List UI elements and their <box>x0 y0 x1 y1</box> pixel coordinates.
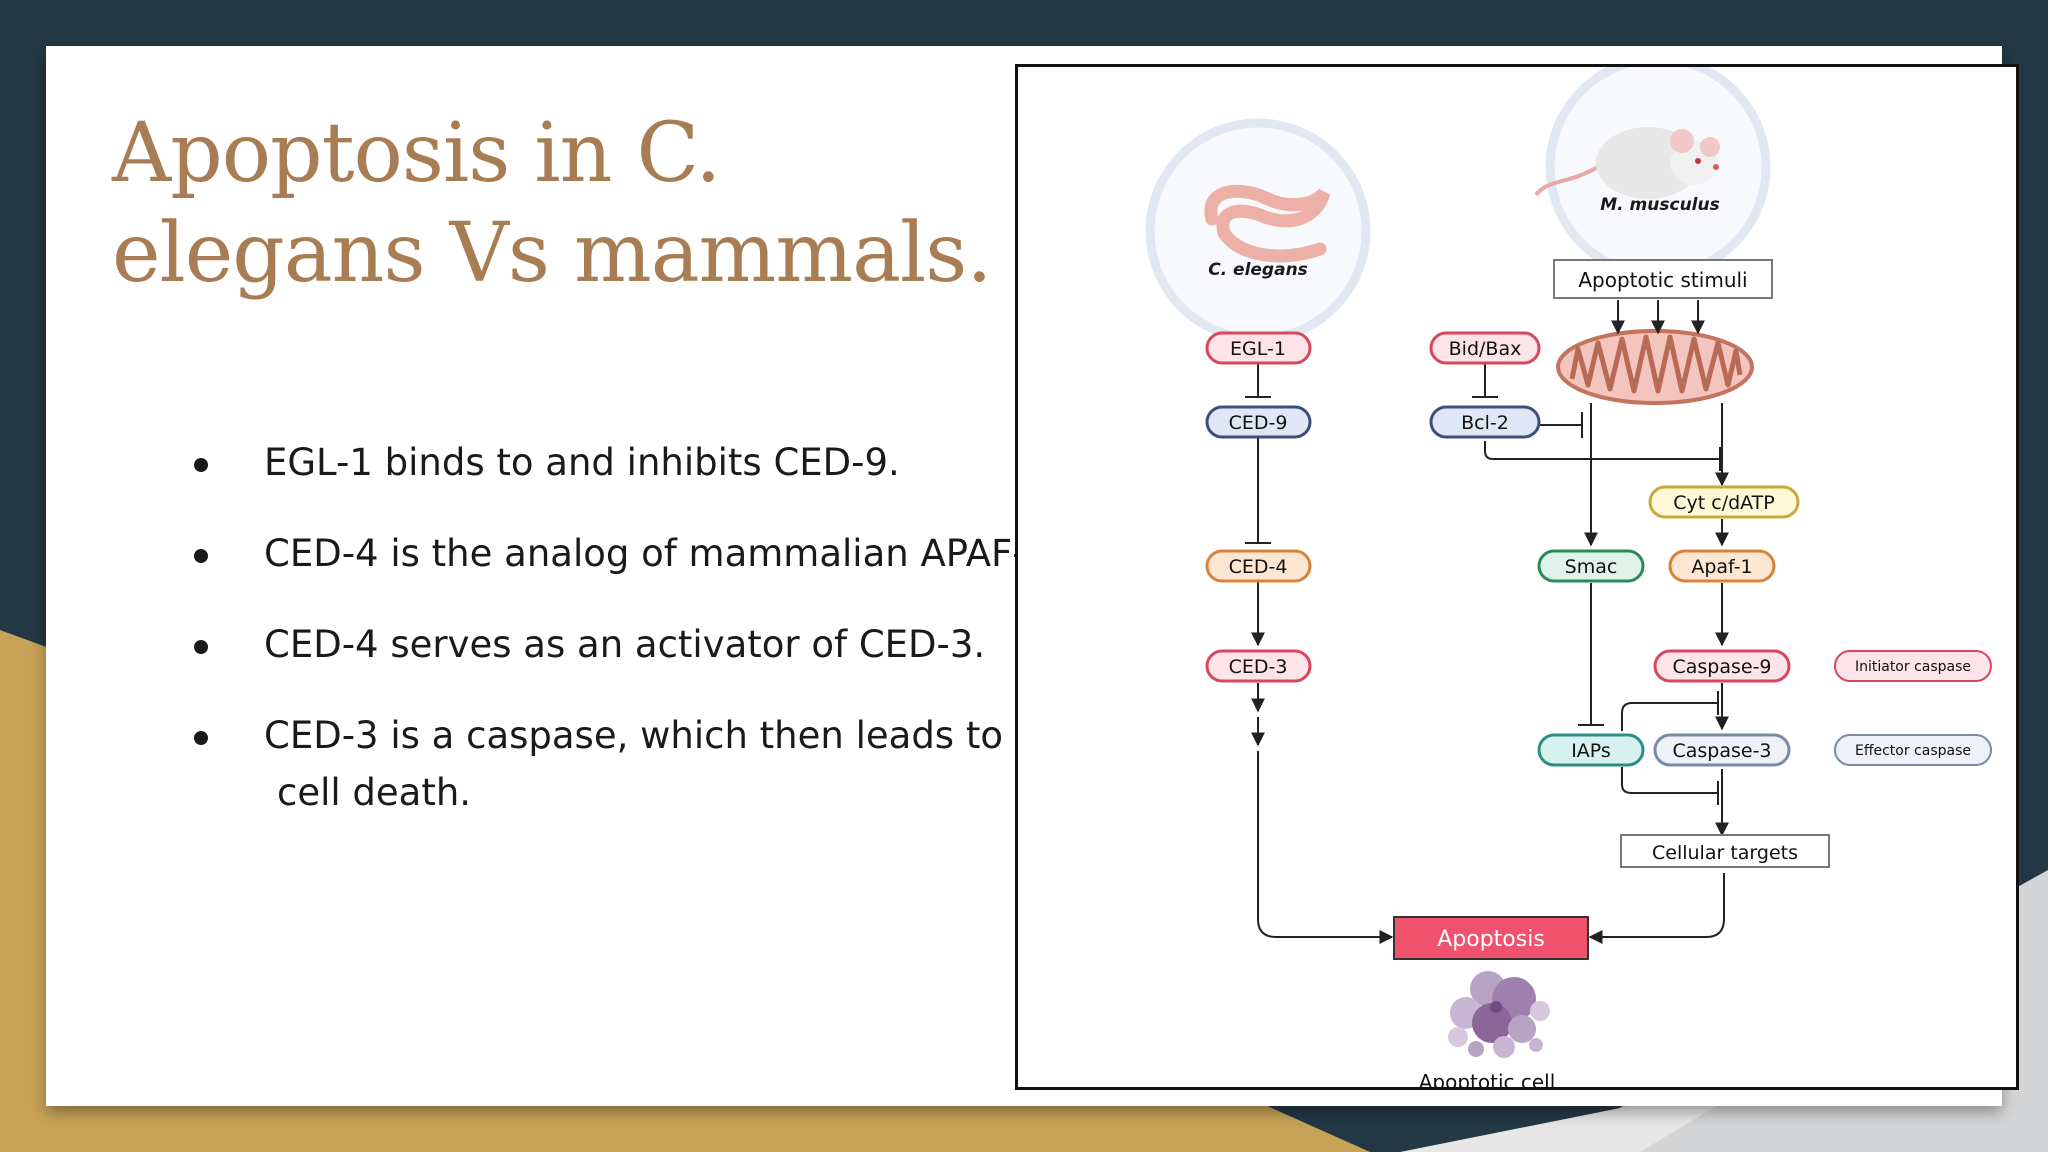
title-line-2: elegans Vs mammals. <box>112 206 991 301</box>
svg-text:Apaf-1: Apaf-1 <box>1691 556 1752 578</box>
svg-text:Effector caspase: Effector caspase <box>1855 743 1971 759</box>
svg-text:IAPs: IAPs <box>1571 740 1611 762</box>
apoptosis-pathway-figure: C. elegans M. musculus <box>1015 64 2019 1090</box>
mouse-label: M. musculus <box>1600 195 1719 215</box>
node-caspase9: Caspase-9 <box>1655 651 1789 681</box>
svg-text:EGL-1: EGL-1 <box>1230 338 1286 360</box>
apoptotic-cell-label: Apoptotic cell <box>1419 1070 1556 1087</box>
bullet-item: EGL-1 binds to and inhibits CED-9. <box>146 434 1066 491</box>
node-bcl2: Bcl-2 <box>1431 407 1539 437</box>
slide-title: Apoptosis in C. elegans Vs mammals. <box>112 104 1012 304</box>
node-cellular-targets: Cellular targets <box>1621 835 1829 867</box>
svg-text:Apoptotic stimuli: Apoptotic stimuli <box>1578 268 1747 292</box>
svg-text:Smac: Smac <box>1565 556 1618 578</box>
mouse-emblem: M. musculus <box>1536 67 1766 275</box>
svg-text:Initiator caspase: Initiator caspase <box>1855 659 1971 675</box>
node-iaps: IAPs <box>1539 735 1643 765</box>
mitochondrion-icon <box>1558 331 1752 403</box>
bullet-dot <box>194 640 208 654</box>
node-cytc-datp: Cyt c/dATP <box>1650 487 1798 517</box>
title-line-1: Apoptosis in C. <box>112 106 720 201</box>
node-bid-bax: Bid/Bax <box>1431 333 1539 363</box>
node-ced9: CED-9 <box>1207 407 1310 437</box>
bullet-item: CED-3 is a caspase, which then leads to c… <box>146 707 1066 821</box>
bullet-item: CED-4 serves as an activator of CED-3. <box>146 616 1066 673</box>
bullet-continuation: cell death. <box>264 764 1066 821</box>
bullet-text: CED-3 is a caspase, which then leads to <box>264 714 1003 757</box>
slide: Apoptosis in C. elegans Vs mammals. EGL-… <box>46 46 2002 1106</box>
svg-text:CED-4: CED-4 <box>1229 556 1288 578</box>
node-smac: Smac <box>1539 551 1643 581</box>
svg-text:Apoptosis: Apoptosis <box>1437 927 1545 952</box>
node-apoptotic-stimuli: Apoptotic stimuli <box>1554 260 1772 298</box>
bullet-dot <box>194 731 208 745</box>
node-egl1: EGL-1 <box>1207 333 1310 363</box>
bullet-text: CED-4 serves as an activator of CED-3. <box>264 623 985 666</box>
bullet-item: CED-4 is the analog of mammalian APAF-1 <box>146 525 1066 582</box>
node-ced4: CED-4 <box>1207 551 1310 581</box>
node-caspase3: Caspase-3 <box>1655 735 1789 765</box>
bullet-dot <box>194 458 208 472</box>
svg-text:CED-9: CED-9 <box>1229 412 1288 434</box>
worm-label: C. elegans <box>1208 260 1308 280</box>
bullet-text: EGL-1 binds to and inhibits CED-9. <box>264 441 900 484</box>
bullet-text: CED-4 is the analog of mammalian APAF-1 <box>264 532 1049 575</box>
pathway-diagram: C. elegans M. musculus <box>1018 67 2016 1087</box>
worm-emblem: C. elegans <box>1150 123 1366 339</box>
bullet-list: EGL-1 binds to and inhibits CED-9. CED-4… <box>146 434 1066 855</box>
svg-text:Bid/Bax: Bid/Bax <box>1449 338 1522 360</box>
node-apaf1: Apaf-1 <box>1670 551 1774 581</box>
svg-text:Cyt c/dATP: Cyt c/dATP <box>1673 492 1775 514</box>
svg-text:Bcl-2: Bcl-2 <box>1461 412 1509 434</box>
legend-effector-caspase: Effector caspase <box>1835 735 1991 765</box>
svg-text:CED-3: CED-3 <box>1229 656 1288 678</box>
svg-text:Caspase-3: Caspase-3 <box>1672 740 1771 762</box>
apoptotic-cell-icon <box>1448 971 1550 1058</box>
svg-text:Cellular targets: Cellular targets <box>1652 842 1798 864</box>
bullet-dot <box>194 549 208 563</box>
svg-text:Caspase-9: Caspase-9 <box>1672 656 1771 678</box>
node-ced3: CED-3 <box>1207 651 1310 681</box>
apoptosis-box: Apoptosis <box>1394 917 1588 959</box>
legend-initiator-caspase: Initiator caspase <box>1835 651 1991 681</box>
